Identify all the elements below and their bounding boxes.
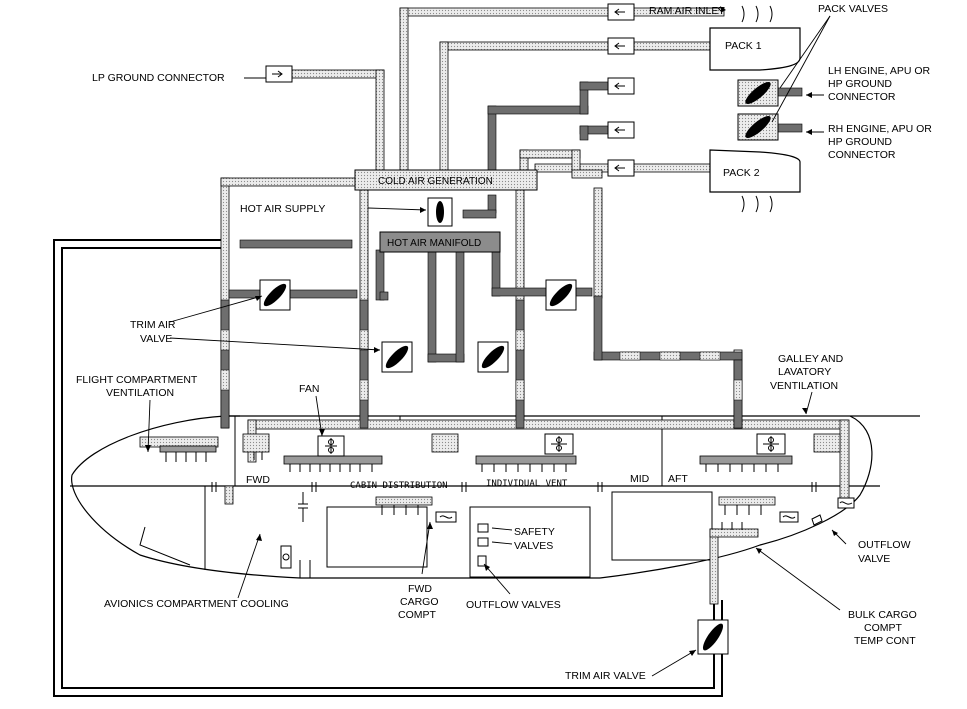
galley-label-1: GALLEY AND xyxy=(778,353,844,365)
pack-1: PACK 1 xyxy=(709,27,801,71)
leader-lines xyxy=(147,7,847,677)
pack-1-label: PACK 1 xyxy=(725,40,762,52)
hot-air-ducts xyxy=(220,81,803,429)
labels: RAM AIR INLET PACK VALVES LH ENGINE, APU… xyxy=(76,3,932,682)
check-valve-icon xyxy=(607,3,635,21)
lh-engine-label-2: HP GROUND xyxy=(828,78,892,90)
pack-2: PACK 2 xyxy=(709,149,801,193)
check-valve-icon xyxy=(607,159,635,177)
mid-label: MID xyxy=(630,473,650,485)
fan-icon xyxy=(756,433,786,455)
floor-separators xyxy=(211,482,817,522)
outflow-valve-label-1: OUTFLOW xyxy=(858,539,911,551)
hot-air-manifold-label: HOT AIR MANIFOLD xyxy=(387,238,481,249)
rh-engine-label-2: HP GROUND xyxy=(828,136,892,148)
leader-arrowheads xyxy=(145,6,838,656)
pack-valve-2 xyxy=(737,113,779,141)
trim-air-valve-bottom-label: TRIM AIR VALVE xyxy=(565,670,646,682)
fuselage-outline xyxy=(70,415,920,579)
cabin-distribution-label: CABIN DISTRIBUTION xyxy=(350,481,448,491)
fwd-cargo-label-3: COMPT xyxy=(398,609,437,621)
safety-valves-label-1: SAFETY xyxy=(514,526,555,538)
fwd-cargo-label-2: CARGO xyxy=(400,596,439,608)
flight-compartment-label-2: VENTILATION xyxy=(106,387,174,399)
bulk-cargo-label-1: BULK CARGO xyxy=(848,609,917,621)
fan-icon xyxy=(544,433,574,455)
butterfly-valve-icon xyxy=(381,341,413,373)
outflow-valve-icon xyxy=(280,545,292,569)
trim-air-valve-label-2: VALVE xyxy=(140,333,172,345)
galley-label-3: VENTILATION xyxy=(770,380,838,392)
mixed-duct-segments xyxy=(220,329,743,401)
hot-air-supply-valve xyxy=(427,197,453,227)
safety-valves-label-2: VALVES xyxy=(514,540,553,552)
avionics-cooling-label: AVIONICS COMPARTMENT COOLING xyxy=(104,598,289,610)
outflow-valve-label-2: VALVE xyxy=(858,553,890,565)
check-valve-icon xyxy=(607,121,635,139)
lp-ground-connector-label: LP GROUND CONNECTOR xyxy=(92,72,225,84)
trim-air-valve-label-1: TRIM AIR xyxy=(130,319,176,331)
lh-engine-label-1: LH ENGINE, APU OR xyxy=(828,65,931,77)
galley-label-2: LAVATORY xyxy=(778,366,831,378)
ram-air-flow-lines xyxy=(741,5,773,213)
outflow-valve-icon xyxy=(811,514,823,526)
check-valve-icon xyxy=(607,77,635,95)
pack-2-label: PACK 2 xyxy=(723,167,760,179)
pack-valves-label: PACK VALVES xyxy=(818,3,888,15)
butterfly-valve-icon xyxy=(477,341,509,373)
hot-air-supply-label: HOT AIR SUPPLY xyxy=(240,203,325,215)
fans xyxy=(317,433,786,457)
outflow-valves-icons xyxy=(280,497,855,569)
safety-valves xyxy=(477,523,489,567)
aft-label: AFT xyxy=(668,473,688,485)
lh-engine-label-3: CONNECTOR xyxy=(828,91,896,103)
outflow-valves-label: OUTFLOW VALVES xyxy=(466,599,561,611)
trim-air-valves xyxy=(259,279,729,655)
check-valves xyxy=(265,3,635,177)
check-valve-icon xyxy=(265,65,293,83)
hot-air-manifold: HOT AIR MANIFOLD xyxy=(379,231,501,253)
recirculation-loop-duct xyxy=(53,239,723,697)
rh-engine-label-1: RH ENGINE, APU OR xyxy=(828,123,932,135)
outflow-valve-icon xyxy=(435,511,457,523)
flight-compartment-label-1: FLIGHT COMPARTMENT xyxy=(76,374,198,386)
check-valve-icon xyxy=(607,37,635,55)
ram-air-inlet-label: RAM AIR INLET xyxy=(649,5,725,17)
individual-vent-label: INDIVIDUAL VENT xyxy=(486,479,568,489)
bulk-cargo-label-3: TEMP CONT xyxy=(854,635,916,647)
fwd-label: FWD xyxy=(246,474,270,486)
fan-label: FAN xyxy=(299,383,319,395)
pack-valve-1 xyxy=(737,79,779,107)
fwd-cargo-label-1: FWD xyxy=(408,583,432,595)
butterfly-valve-icon xyxy=(697,619,729,655)
cold-air-generation-label: COLD AIR GENERATION xyxy=(378,176,493,187)
fan-icon xyxy=(317,435,345,457)
outlet-arrows xyxy=(165,452,779,530)
bulk-cargo-label-2: COMPT xyxy=(864,622,903,634)
cold-air-generation-box: COLD AIR GENERATION xyxy=(354,169,538,191)
butterfly-valve-icon xyxy=(545,279,577,311)
butterfly-valve-icon xyxy=(259,279,291,311)
outflow-valve-icon xyxy=(837,497,855,509)
outflow-valve-icon xyxy=(779,511,799,523)
rh-engine-label-3: CONNECTOR xyxy=(828,149,896,161)
